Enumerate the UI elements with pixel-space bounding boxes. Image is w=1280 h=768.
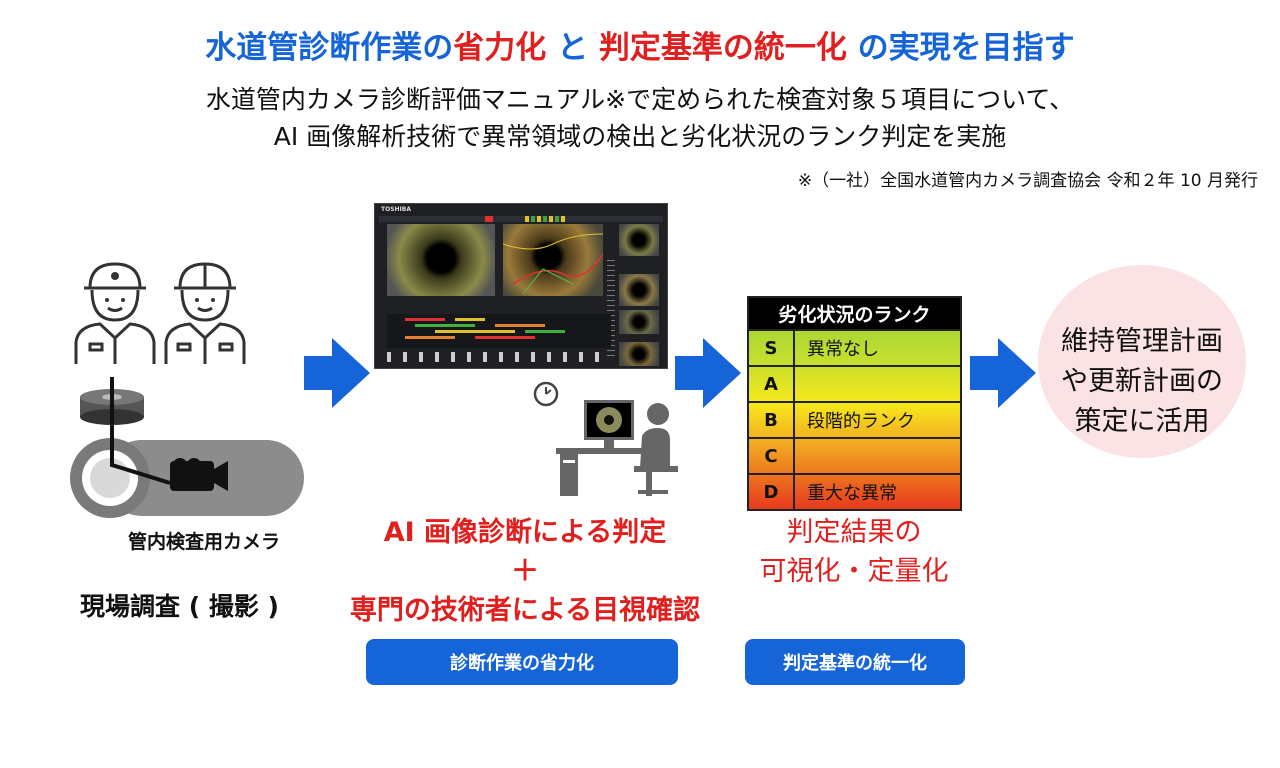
camera-label: 管内検査用カメラ xyxy=(128,531,281,553)
rank-letter: C xyxy=(749,439,795,473)
title-part-4: 判定基準の統一化 xyxy=(598,30,847,66)
title-part-2: 省力化 xyxy=(453,30,547,66)
workers-icon xyxy=(74,262,246,364)
ai-judgement-text: AI 画像診断による判定 xyxy=(383,517,667,548)
pipe-video-frame xyxy=(387,224,495,296)
diagnosis-software-screen: TOSHIBA xyxy=(374,203,668,369)
footnote: ※（一社）全国水道管内カメラ調査協会 令和２年 10 月発行 xyxy=(797,171,1258,191)
rank-row-b: B 段階的ランク xyxy=(749,401,960,437)
page-title: 水道管診断作業の省力化 と 判定基準の統一化 の実現を目指す xyxy=(0,22,1280,67)
clock-icon xyxy=(533,381,559,407)
planning-text: 維持管理計画 や更新計画の 策定に活用 xyxy=(1038,322,1246,442)
rank-letter: B xyxy=(749,403,795,437)
rank-desc: 段階的ランク xyxy=(807,411,915,432)
visualization-caption-1: 判定結果の xyxy=(786,517,922,548)
rank-table-title: 劣化状況のランク xyxy=(749,298,960,329)
rank-row-a: A xyxy=(749,365,960,401)
subtitle-line-1: 水道管内カメラ診断評価マニュアル※で定められた検査対象５項目について、 xyxy=(205,85,1075,114)
unified-criteria-button[interactable]: 判定基準の統一化 xyxy=(745,639,965,685)
subtitle-line-2: AI 画像解析技術で異常領域の検出と劣化状況のランク判定を実施 xyxy=(273,122,1007,151)
title-part-5: の実現を目指す xyxy=(846,30,1075,66)
planning-line-2: や更新計画の xyxy=(1061,366,1223,397)
rank-desc: 重大な異常 xyxy=(807,483,897,504)
planning-circle xyxy=(1038,265,1246,458)
rank-letter: S xyxy=(749,331,795,365)
labor-saving-button[interactable]: 診断作業の省力化 xyxy=(366,639,678,685)
rank-row-s: S 異常なし xyxy=(749,329,960,365)
pipe-camera-illustration xyxy=(70,377,304,518)
arrow-right-icon xyxy=(675,338,741,408)
rank-row-c: C xyxy=(749,437,960,473)
arrow-right-icon xyxy=(970,338,1036,408)
visualization-caption-2: 可視化・定量化 xyxy=(759,556,949,587)
planning-line-3: 策定に活用 xyxy=(1074,406,1210,437)
inspector-at-desk-icon xyxy=(556,400,678,496)
title-part-1: 水道管診断作業の xyxy=(205,30,454,66)
plus-sign: ＋ xyxy=(510,554,539,587)
rank-letter: D xyxy=(749,475,795,509)
rank-desc: 異常なし xyxy=(807,339,879,360)
expert-check-text: 専門の技術者による目視確認 xyxy=(349,595,701,626)
planning-line-1: 維持管理計画 xyxy=(1061,326,1223,357)
rank-letter: A xyxy=(749,367,795,401)
title-part-3: と xyxy=(546,30,599,66)
pipe-video-frame-ai xyxy=(503,224,603,296)
rank-row-d: D 重大な異常 xyxy=(749,473,960,509)
field-survey-label: 現場調査 ( 撮影 ) xyxy=(80,592,279,621)
screen-brand: TOSHIBA xyxy=(381,206,411,213)
arrow-right-icon xyxy=(304,338,370,408)
rank-table: 劣化状況のランク S 異常なし A B 段階的ランク C D 重大な異常 xyxy=(747,296,962,511)
